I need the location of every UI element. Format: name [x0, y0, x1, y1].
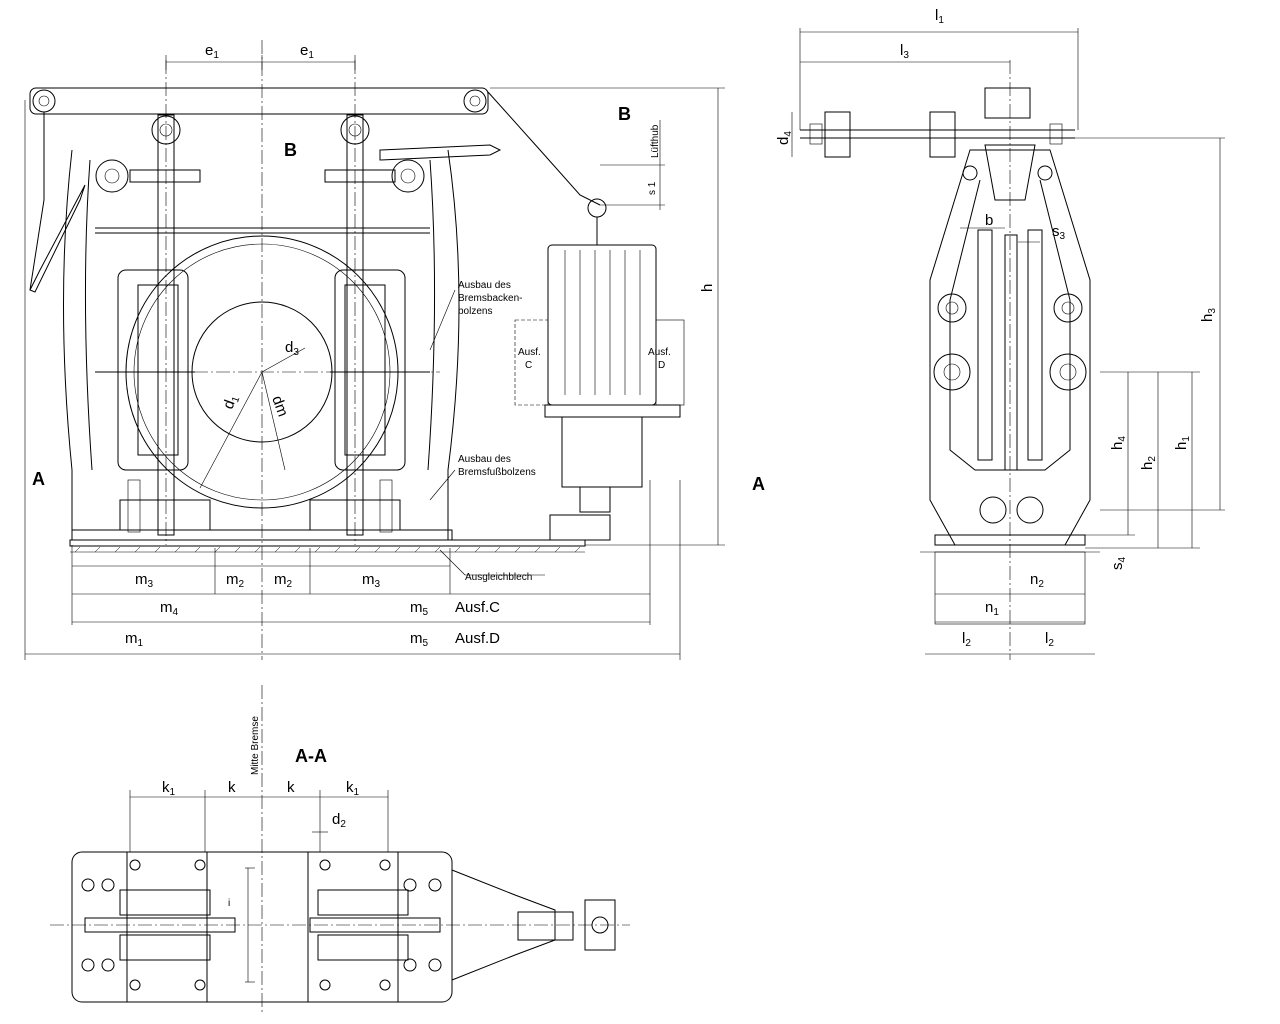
label-n2: n2: [1030, 571, 1044, 590]
label-ausbau2-line1: Ausbau des: [458, 454, 511, 465]
side-labels: l1 l3 d4 b s3 h3 h4 h2 h1 s4 n2 n1 l2 l2: [775, 7, 1218, 649]
label-ausf-d-line2: D: [658, 360, 665, 371]
section-title: A-A: [295, 746, 327, 766]
label-d1: d1: [220, 392, 243, 412]
label-ausf-c-line2: C: [525, 360, 532, 371]
label-s1: s 1: [647, 181, 658, 195]
label-k-right: k: [287, 779, 295, 796]
label-lufthub: Lüfthub: [650, 124, 661, 158]
label-d2: d2: [332, 811, 346, 830]
label-m2-right: m2: [274, 571, 293, 590]
label-m1: m1: [125, 630, 144, 649]
label-m3-right: m3: [362, 571, 381, 590]
front-labels: e1 e1 B B Lüfthub s 1 h Ausbau des Brems…: [32, 42, 765, 649]
label-h4: h4: [1109, 436, 1128, 450]
label-h: h: [699, 284, 716, 292]
label-m3-left: m3: [135, 571, 154, 590]
label-d3: d3: [285, 339, 299, 358]
label-k1-left: k1: [162, 779, 176, 798]
label-ausf-c-line1: Ausf.: [518, 347, 541, 358]
label-l2-left: l2: [962, 630, 971, 649]
label-h2: h2: [1139, 456, 1158, 470]
label-a-left: A: [32, 469, 45, 489]
label-ausf-d-dim: Ausf.D: [455, 630, 500, 647]
label-ausbau1-line1: Ausbau des: [458, 280, 511, 291]
label-m4: m4: [160, 599, 179, 618]
label-l3: l3: [900, 42, 909, 61]
label-d4: d4: [775, 131, 794, 145]
label-ausbau1-line2: Bremsbacken-: [458, 293, 522, 304]
section-labels: A-A Mitte Bremse k1 k k k1 d2 i: [162, 716, 360, 909]
front-view: [24, 40, 725, 660]
label-ausbau1-line3: bolzens: [458, 306, 492, 317]
label-b-left: B: [284, 140, 297, 160]
label-m2-left: m2: [226, 571, 245, 590]
label-k1-right: k1: [346, 779, 360, 798]
label-e1-left: e1: [205, 42, 219, 61]
label-s4: s4: [1109, 557, 1128, 571]
section-a-a: [50, 685, 630, 1015]
label-s3: s3: [1052, 223, 1066, 242]
label-a-right: A: [752, 474, 765, 494]
label-dm: dm: [268, 394, 291, 419]
ground-hatch: [70, 546, 585, 553]
label-ausbau2-line2: Bremsfußbolzens: [458, 467, 536, 478]
label-n1: n1: [985, 599, 999, 618]
label-h3: h3: [1199, 308, 1218, 322]
label-m5-d: m5: [410, 630, 429, 649]
label-i: i: [228, 898, 230, 909]
label-m5-c: m5: [410, 599, 429, 618]
label-b-dim: b: [985, 212, 993, 229]
label-b-right: B: [618, 104, 631, 124]
label-e1-right: e1: [300, 42, 314, 61]
side-view: [791, 28, 1225, 660]
label-mitte-bremse: Mitte Bremse: [250, 716, 261, 775]
label-ausgleichblech: Ausgleichblech: [465, 572, 532, 583]
label-h1: h1: [1173, 436, 1192, 450]
label-l1: l1: [935, 7, 944, 26]
label-l2-right: l2: [1045, 630, 1054, 649]
label-k-left: k: [228, 779, 236, 796]
label-ausf-c-dim: Ausf.C: [455, 599, 500, 616]
label-ausf-d-line1: Ausf.: [648, 347, 671, 358]
